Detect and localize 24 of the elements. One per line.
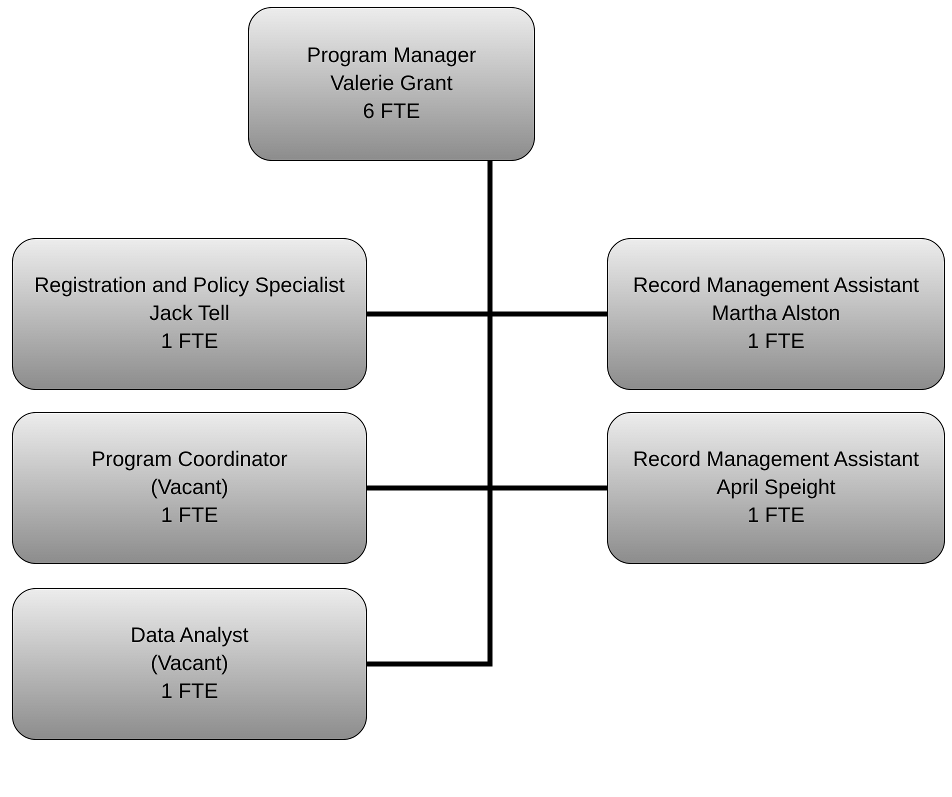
box-text: 1 FTE: [160, 679, 218, 705]
box-text: Martha Alston: [712, 301, 840, 327]
box-text: 1 FTE: [747, 329, 805, 355]
position-box: [12, 412, 367, 564]
box-text: 1 FTE: [160, 503, 218, 529]
box-text: Jack Tell: [149, 301, 230, 327]
box-text: Record Management Assistant: [633, 447, 919, 473]
box-text: Program Coordinator: [91, 447, 288, 473]
box-text: April Speight: [716, 475, 836, 501]
position-box: [248, 7, 535, 161]
position-box: [607, 412, 945, 564]
box-text: Program Manager: [306, 43, 476, 69]
box-text: 6 FTE: [362, 99, 420, 125]
box-text: Registration and Policy Specialist: [34, 273, 345, 299]
box-text: (Vacant): [150, 651, 228, 677]
box-text: (Vacant): [150, 475, 228, 501]
box-text: Data Analyst: [130, 623, 248, 649]
box-text: 1 FTE: [160, 329, 218, 355]
position-box: [607, 238, 945, 390]
box-text: Valerie Grant: [330, 71, 453, 97]
box-text: 1 FTE: [747, 503, 805, 529]
position-box: [12, 238, 367, 390]
position-box: [12, 588, 367, 740]
box-text: Record Management Assistant: [633, 273, 919, 299]
